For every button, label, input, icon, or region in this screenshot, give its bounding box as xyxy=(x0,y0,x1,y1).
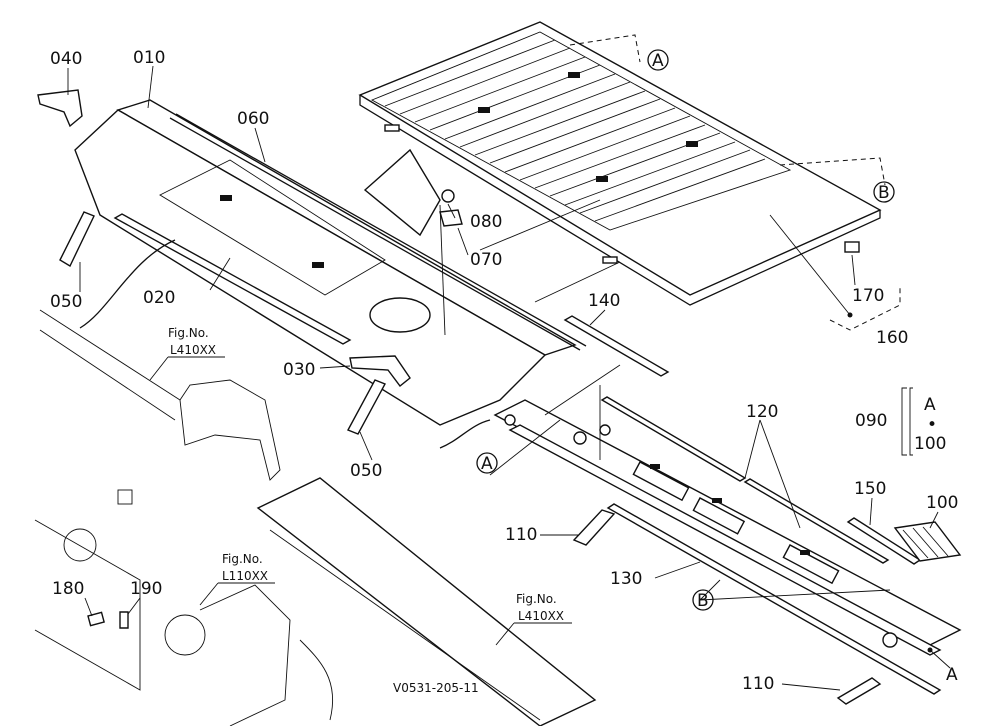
callout-120: 120 xyxy=(746,402,778,422)
stay-050-left xyxy=(59,211,95,267)
strip-130 xyxy=(606,503,942,695)
callout-080: 080 xyxy=(470,212,502,232)
step-frame-assembly xyxy=(493,399,962,656)
stay-050-right xyxy=(347,379,386,435)
svg-text:A: A xyxy=(652,51,664,71)
group-dot: • xyxy=(927,415,937,435)
callout-180: 180 xyxy=(52,579,84,599)
callout-labels: 040 010 060 080 070 050 020 030 050 140 … xyxy=(50,48,958,694)
pad-100 xyxy=(893,521,962,562)
callout-090: 090 xyxy=(855,411,887,431)
callout-020: 020 xyxy=(143,288,175,308)
svg-text:Fig.No.: Fig.No. xyxy=(516,592,557,606)
figure-ref-l410-lower: Fig.No. L410XX xyxy=(495,592,572,646)
svg-text:Fig.No.: Fig.No. xyxy=(168,326,209,340)
callout-010: 010 xyxy=(133,48,165,68)
callout-050-left: 050 xyxy=(50,292,82,312)
callout-leaders xyxy=(67,65,939,691)
ref-a-right: A xyxy=(946,665,958,685)
step-plate-010 xyxy=(74,99,587,426)
callout-110-upper: 110 xyxy=(505,525,537,545)
callout-100-pad: 100 xyxy=(926,493,958,513)
callout-030: 030 xyxy=(283,360,315,380)
callout-150: 150 xyxy=(854,479,886,499)
machine-frame xyxy=(34,309,597,726)
bracket-030 xyxy=(349,355,411,387)
reference-lines-lower xyxy=(489,364,951,669)
callout-110-lower: 110 xyxy=(742,674,774,694)
figure-ref-l410-upper: Fig.No. L410XX xyxy=(149,326,225,381)
drawing-id: V0531-205-11 xyxy=(393,681,479,695)
assembly-arrows xyxy=(79,239,491,449)
svg-text:L410XX: L410XX xyxy=(518,609,564,623)
circled-ref-a-top: A xyxy=(647,49,669,71)
callout-100-group: 100 xyxy=(914,434,946,454)
reference-lines-mid xyxy=(439,199,621,336)
callout-070: 070 xyxy=(470,250,502,270)
svg-text:L410XX: L410XX xyxy=(170,343,216,357)
bracket-040 xyxy=(37,89,83,128)
reference-lines-top xyxy=(569,34,901,331)
pad-110-lower xyxy=(836,677,882,705)
strip-140 xyxy=(563,315,670,377)
cover-070 xyxy=(363,148,463,237)
rail-020 xyxy=(113,213,352,345)
svg-text:Fig.No.: Fig.No. xyxy=(222,552,263,566)
svg-text:A: A xyxy=(481,454,493,474)
group-090: A • xyxy=(924,395,937,435)
circled-ref-b-low: B xyxy=(692,589,714,611)
callout-130: 130 xyxy=(610,569,642,589)
callout-060: 060 xyxy=(237,109,269,129)
circled-ref-a-mid: A xyxy=(476,452,498,474)
svg-text:B: B xyxy=(878,183,890,203)
callout-170: 170 xyxy=(852,286,884,306)
circled-ref-b-top: B xyxy=(873,181,895,203)
pad-110-upper xyxy=(572,509,616,546)
group-a-label: A xyxy=(924,395,936,415)
figure-ref-l110: Fig.No. L110XX xyxy=(199,552,275,606)
callout-050-right: 050 xyxy=(350,461,382,481)
floor-mat-assembly xyxy=(358,21,882,306)
callout-040: 040 xyxy=(50,49,82,69)
svg-text:L110XX: L110XX xyxy=(222,569,268,583)
callout-190: 190 xyxy=(130,579,162,599)
svg-text:B: B xyxy=(697,591,709,611)
callout-140: 140 xyxy=(588,291,620,311)
callout-160: 160 xyxy=(876,328,908,348)
